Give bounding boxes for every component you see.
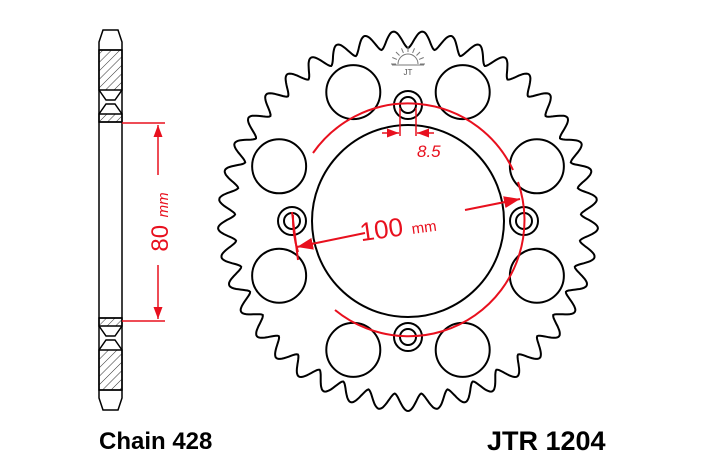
bolt-hole (393, 90, 423, 120)
bolt-hole (393, 322, 423, 352)
bolt-hole (277, 206, 307, 236)
pcd-value: 100 (358, 211, 405, 247)
bore-value: 80 (147, 225, 174, 252)
bore-unit: mm (155, 192, 172, 217)
bolt-hole-dimension (382, 108, 434, 138)
lightening-hole (251, 138, 308, 195)
bore-dimension (122, 122, 165, 322)
pcd-label: 100 mm (358, 207, 438, 247)
part-number: JTR 1204 (487, 426, 606, 456)
svg-text:JT: JT (404, 68, 413, 77)
sprocket-outline (217, 30, 599, 413)
side-view (98, 29, 123, 411)
pcd-circle (291, 102, 526, 338)
pcd-dimension (291, 196, 521, 261)
svg-text:80 mm: 80 mm (147, 192, 174, 251)
center-bore (311, 124, 505, 318)
lightening-holes (251, 64, 565, 378)
lightening-hole (508, 138, 565, 195)
lightening-hole (325, 64, 382, 121)
lightening-hole (251, 247, 308, 304)
bore-label: 80 mm (147, 192, 174, 251)
bolt-hole (399, 96, 417, 114)
pcd-unit: mm (411, 218, 438, 238)
lightening-hole (434, 64, 491, 121)
chain-label: Chain 428 (99, 428, 213, 455)
jt-sun-logo-icon: JT (391, 47, 425, 77)
bolt-hole-label: 8.5 (417, 142, 441, 161)
bolt-holes (277, 90, 539, 352)
